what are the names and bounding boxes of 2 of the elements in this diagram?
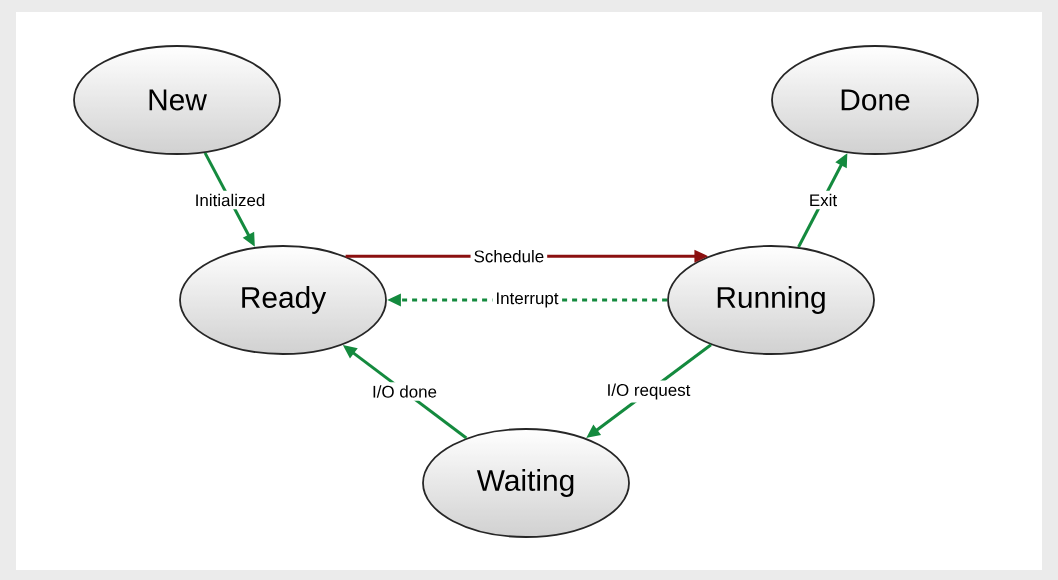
edge-label: I/O done [369, 382, 440, 401]
edge-label: Interrupt [492, 289, 562, 311]
